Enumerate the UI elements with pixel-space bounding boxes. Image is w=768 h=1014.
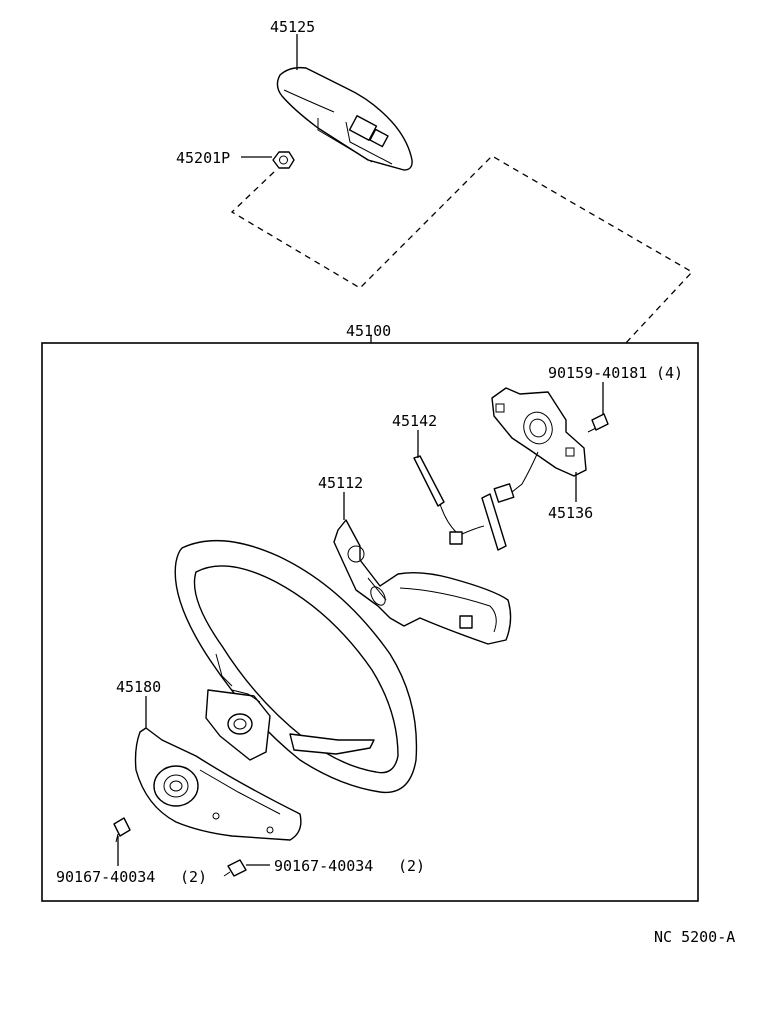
steering-wheel-part bbox=[174, 540, 418, 794]
assembly-boundary-box bbox=[41, 342, 699, 902]
install-path-dashed bbox=[230, 155, 694, 346]
screw-mid-part bbox=[223, 859, 247, 877]
label-screw-top-qty: (4) bbox=[656, 364, 683, 382]
label-screw-mid: 90167-40034 bbox=[274, 857, 373, 875]
screw-left-part bbox=[113, 817, 131, 843]
label-spoke-cover: 45180 bbox=[116, 678, 161, 696]
screw-top-part bbox=[587, 413, 609, 433]
label-lower-cover: 45112 bbox=[318, 474, 363, 492]
wire-harness-part bbox=[413, 455, 507, 551]
label-assembly: 45100 bbox=[346, 322, 391, 340]
nut-part bbox=[272, 151, 295, 169]
label-screw-mid-qty: (2) bbox=[398, 857, 425, 875]
label-nut: 45201P bbox=[176, 149, 230, 167]
figure-code: NC 5200-A bbox=[654, 928, 735, 946]
horn-pad-part bbox=[276, 66, 413, 171]
label-horn-pad: 45125 bbox=[270, 18, 315, 36]
label-cover-plate: 45136 bbox=[548, 504, 593, 522]
cover-plate-part bbox=[491, 387, 587, 503]
spoke-cover-part bbox=[134, 727, 302, 841]
label-screw-left-qty: (2) bbox=[180, 868, 207, 886]
label-screw-top: 90159-40181 bbox=[548, 364, 647, 382]
label-screw-left: 90167-40034 bbox=[56, 868, 155, 886]
lower-cover-part bbox=[333, 519, 512, 645]
label-wire-harness: 45142 bbox=[392, 412, 437, 430]
